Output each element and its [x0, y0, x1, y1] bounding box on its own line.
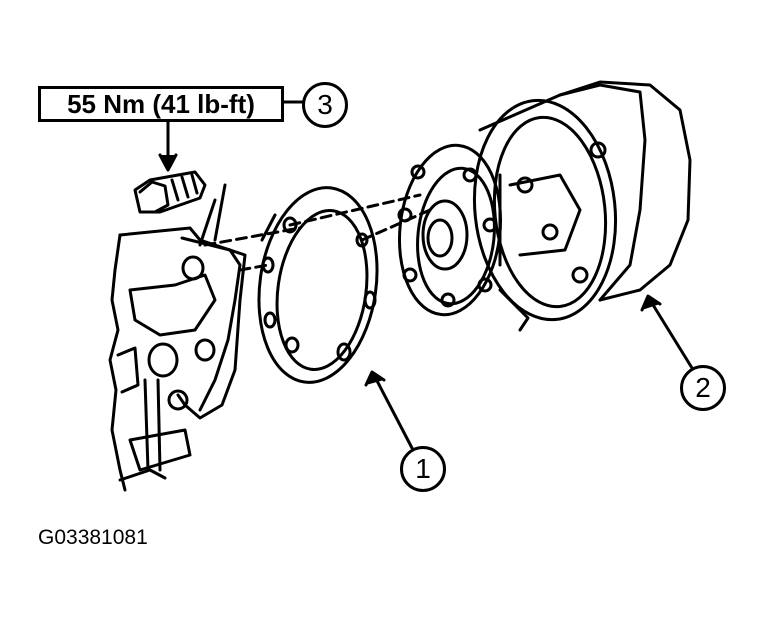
callout-3: 3	[302, 82, 348, 128]
leader-line-1	[364, 370, 414, 450]
mounting-housing	[108, 183, 247, 492]
figure-id-label: G03381081	[38, 526, 148, 549]
bolt	[133, 170, 207, 214]
leader-line-2	[640, 294, 694, 370]
alignment-lines	[203, 193, 432, 272]
torque-spec-label: 55 Nm (41 lb-ft)	[38, 86, 284, 122]
callout-2: 2	[680, 365, 726, 411]
cylinder-housing	[472, 80, 692, 322]
callout-1: 1	[400, 446, 446, 492]
adapter-plate	[257, 186, 379, 384]
seal-carrier	[397, 143, 530, 332]
